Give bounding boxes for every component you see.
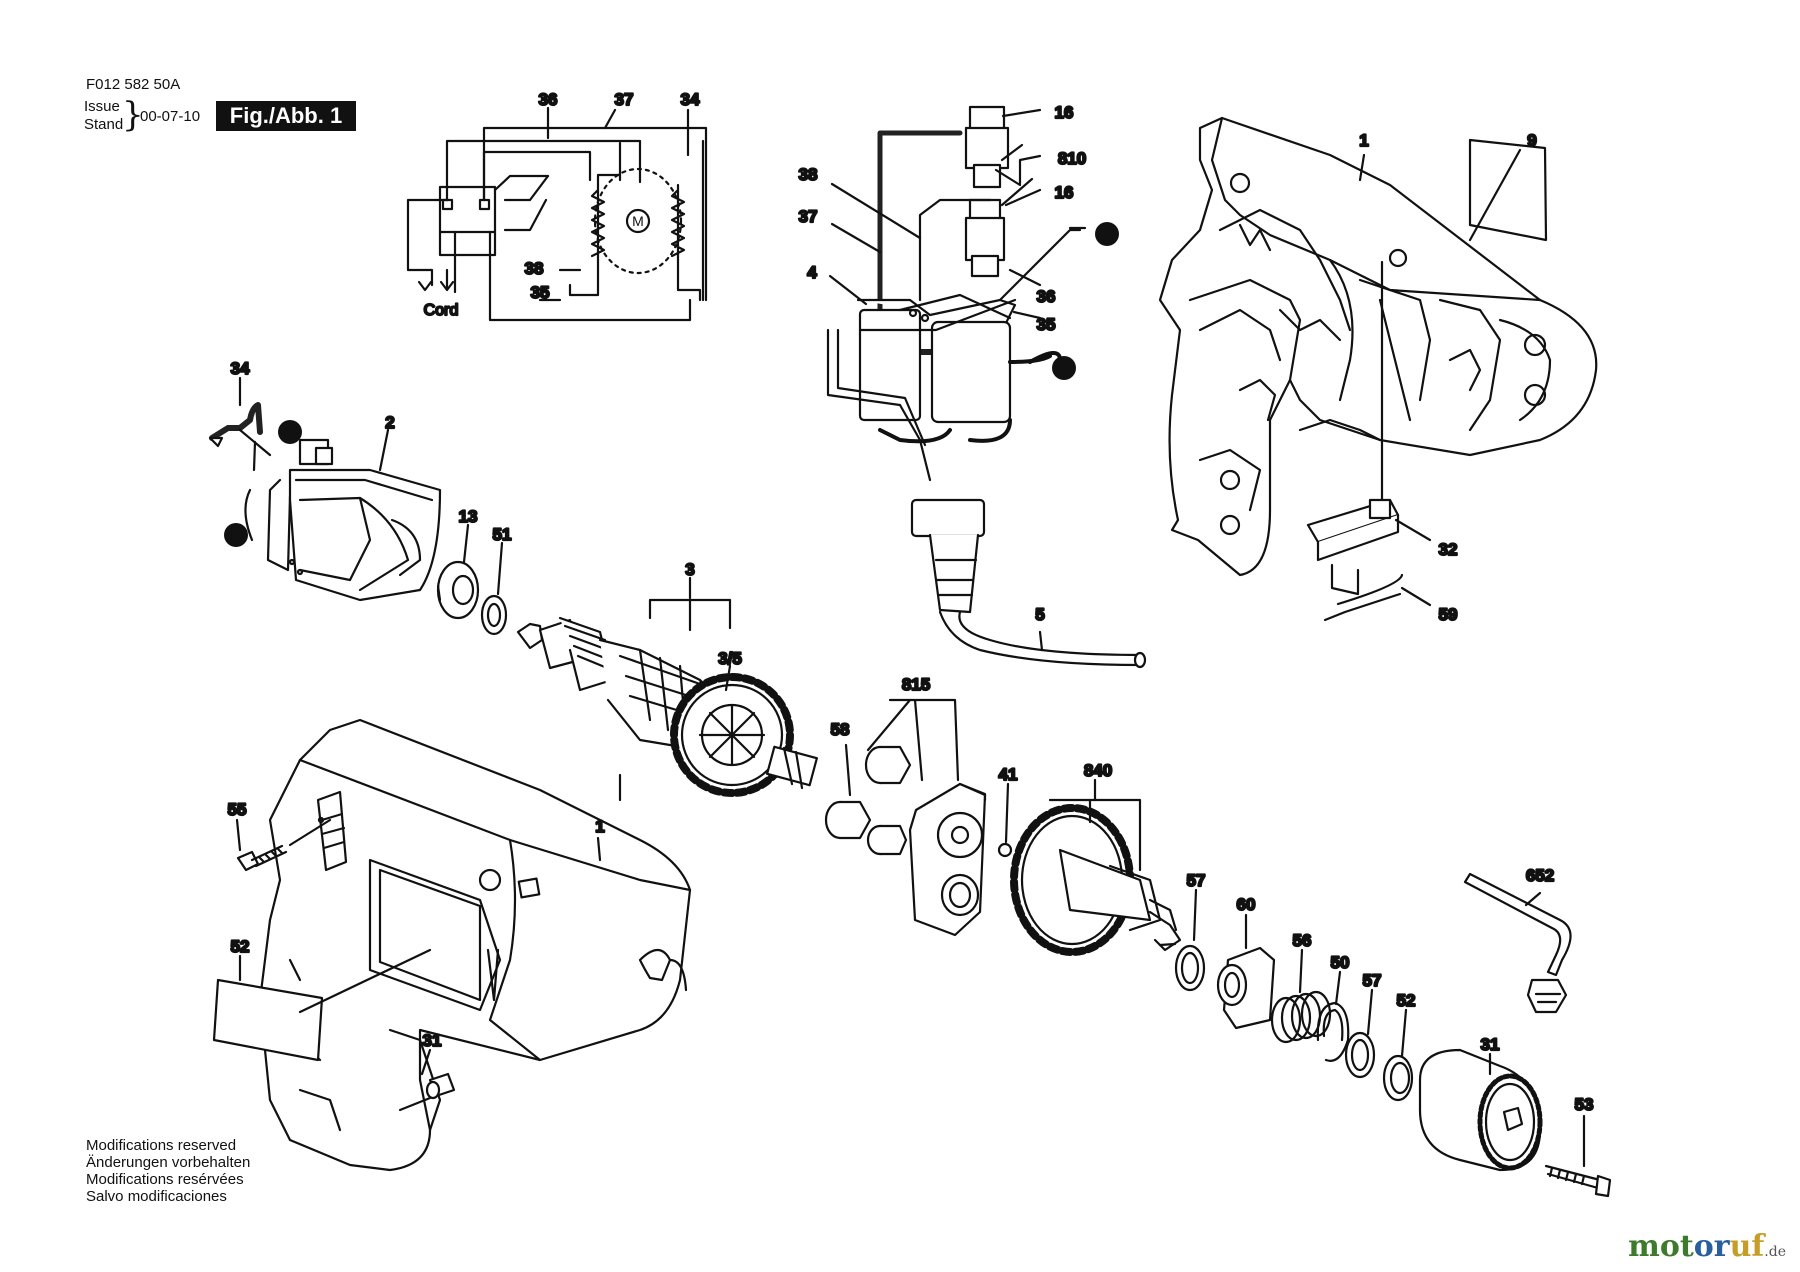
part-label-38: 38 — [799, 165, 818, 184]
bearing-13 — [436, 523, 480, 620]
spring-56 — [1270, 948, 1332, 1044]
part-label-31: 31 — [1481, 1035, 1500, 1054]
leader-8b — [298, 948, 432, 1014]
stator-connector-a — [278, 420, 302, 444]
issue-label: Issue — [84, 98, 120, 115]
stand-label: Stand — [84, 116, 124, 133]
part-label-810: 810 — [1058, 149, 1086, 168]
part-label-652: 652 — [1526, 866, 1554, 885]
connector-a-marker — [1095, 222, 1119, 246]
issue-date: 00-07-10 — [140, 108, 201, 125]
part-label-8: 52 — [231, 937, 250, 956]
figure-label: Fig./Abb. 1 — [216, 101, 356, 131]
wiring-label-35: 35 — [531, 283, 550, 302]
note-fr: Modifications resérvées — [86, 1171, 244, 1188]
drill-chuck-31 — [1418, 1048, 1543, 1172]
part-label-51: 51 — [493, 525, 512, 544]
hex-key-652 — [1463, 872, 1572, 1014]
ball-41 — [997, 842, 1013, 858]
document-number: F012 582 50A — [86, 76, 181, 93]
part-label-41: 41 — [999, 765, 1018, 784]
sleeve-bearings-58 — [824, 743, 912, 856]
part-label-53: 53 — [1575, 1095, 1594, 1114]
cord-label: Cord — [424, 302, 459, 319]
housing-leader-lines — [1358, 148, 1522, 502]
part-label-3-5: 3/5 — [718, 649, 742, 668]
main-housing — [258, 718, 692, 1172]
stator-connector-a-label: A — [285, 425, 295, 440]
washer-51 — [480, 541, 508, 636]
part-label-50: 50 — [1331, 953, 1350, 972]
wiring-schematic: 36 37 34 38 35 Cord M — [406, 89, 708, 322]
label-plate-9 — [1468, 138, 1548, 242]
stator-connector-b — [224, 523, 248, 547]
switch-leader-lines — [828, 108, 1044, 652]
gear-840 — [1010, 778, 1182, 956]
part-label-9: 9 — [1527, 131, 1536, 150]
part-label-1-bottom: 1 — [595, 817, 604, 836]
washer-57b — [1344, 988, 1376, 1079]
wiring-label-38: 38 — [525, 259, 544, 278]
part-label-57b: 57 — [1363, 971, 1382, 990]
screw-55 — [235, 818, 332, 872]
part-label-34: 34 — [231, 359, 250, 378]
washer-57a — [1174, 888, 1206, 992]
wiring-label-36: 36 — [539, 90, 558, 109]
part-label-840: 840 — [1084, 761, 1112, 780]
modification-notes: Modifications reserved Änderungen vorbeh… — [86, 1137, 250, 1205]
bearing-plate-60 — [1216, 913, 1276, 1030]
note-de: Änderungen vorbehalten — [86, 1154, 251, 1171]
part-label-37: 37 — [799, 207, 818, 226]
wiring-label-34: 34 — [681, 90, 700, 109]
note-es: Salvo modificaciones — [86, 1188, 227, 1205]
plate-8 — [212, 978, 324, 1062]
part-label-55: 55 — [228, 800, 247, 819]
connector-b-label: B — [1059, 361, 1068, 376]
part-label-36: 36 — [1037, 287, 1056, 306]
part-label-57a: 57 — [1187, 871, 1206, 890]
gear-housing-815 — [866, 698, 987, 937]
pin-39 — [398, 1048, 456, 1112]
part-label-13: 13 — [459, 507, 478, 526]
part-label-2: 2 — [385, 413, 394, 432]
part-label-59: 59 — [1439, 605, 1458, 624]
housing-half-top — [1158, 116, 1598, 577]
part-label-58: 58 — [831, 720, 850, 739]
part-label-52: 52 — [1397, 991, 1416, 1010]
part-label-56: 56 — [1293, 931, 1312, 950]
circlip-50 — [1316, 970, 1350, 1062]
part-label-35: 35 — [1037, 315, 1056, 334]
part-label-32: 32 — [1439, 540, 1458, 559]
part-label-39: 31 — [423, 1031, 442, 1050]
washer-52 — [1382, 1008, 1414, 1102]
field-stator — [208, 402, 442, 602]
screw-53 — [1544, 1114, 1612, 1198]
brush-holder — [1306, 498, 1432, 622]
leader-41 — [1004, 782, 1010, 844]
part-label-5: 5 — [1035, 605, 1044, 624]
part-label-815: 815 — [902, 675, 930, 694]
connector-a-label: A — [1102, 227, 1112, 242]
part-label-1-top: 1 — [1359, 131, 1368, 150]
brace-symbol: } — [122, 95, 144, 135]
gear-3-5 — [670, 664, 818, 797]
motor-symbol: M — [632, 213, 644, 229]
part-label-16b: 16 — [1055, 183, 1074, 202]
part-label-4: 4 — [807, 263, 817, 282]
part-label-60: 60 — [1237, 895, 1256, 914]
wiring-label-37: 37 — [615, 90, 634, 109]
part-label-16a: 16 — [1055, 103, 1074, 122]
leader-2 — [378, 428, 390, 472]
watermark-logo: motoruf.de — [1628, 1229, 1786, 1264]
connector-b-marker — [1052, 356, 1076, 380]
note-en: Modifications reserved — [86, 1137, 237, 1154]
part-label-3: 3 — [685, 560, 694, 579]
switch-assembly: A B — [826, 105, 1147, 669]
stator-connector-b-label: B — [231, 528, 240, 543]
